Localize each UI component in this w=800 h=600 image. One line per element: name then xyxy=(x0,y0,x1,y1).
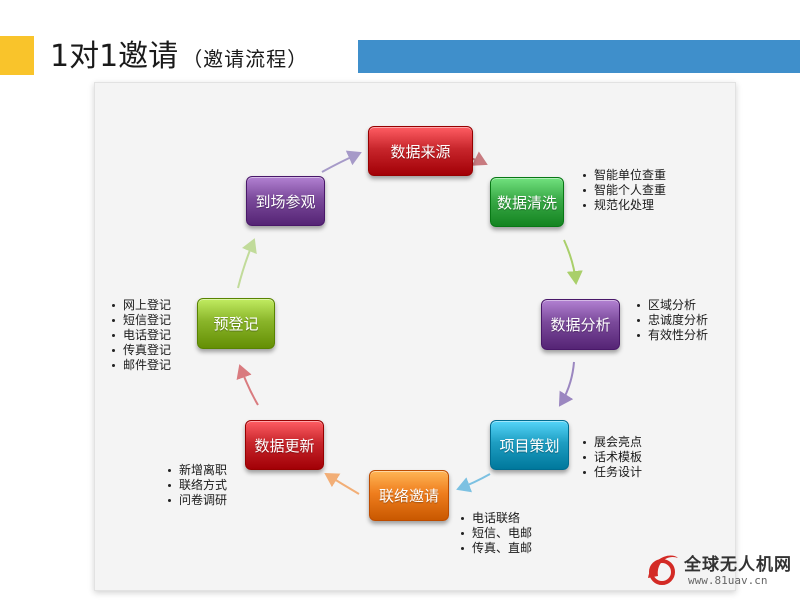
bullet-item: 短信登记 xyxy=(109,313,171,328)
node-project-plan: 项目策划 xyxy=(490,420,569,470)
arrow-data-analysis-to-project-plan xyxy=(558,361,575,407)
bullet-item: 传真、直邮 xyxy=(458,541,532,556)
bullet-item: 任务设计 xyxy=(580,465,642,480)
arrow-pre-register-to-onsite-visit xyxy=(237,238,257,289)
bullet-item: 智能个人查重 xyxy=(580,183,666,198)
arrow-invitation-to-data-update xyxy=(324,472,360,495)
arrow-onsite-visit-to-data-source xyxy=(321,150,362,173)
bullet-item: 传真登记 xyxy=(109,343,171,358)
watermark-url: www.81uav.cn xyxy=(688,574,768,587)
node-label: 联络邀请 xyxy=(378,487,439,505)
node-label: 数据清洗 xyxy=(496,193,557,212)
bullet-item: 邮件登记 xyxy=(109,358,171,373)
site-watermark: 全球无人机网 www.81uav.cn xyxy=(642,546,800,596)
bullets-data-cleaning: 智能单位查重智能个人查重规范化处理 xyxy=(580,168,666,213)
slide-title: 1对1邀请（邀请流程） xyxy=(50,36,308,78)
bullet-item: 电话登记 xyxy=(109,328,171,343)
title-accent-bar xyxy=(358,40,800,73)
watermark-site-name: 全球无人机网 xyxy=(684,555,792,575)
bullet-item: 话术模板 xyxy=(580,450,642,465)
node-label: 预登记 xyxy=(213,315,259,333)
bullet-item: 短信、电邮 xyxy=(458,526,532,541)
bullet-item: 规范化处理 xyxy=(580,198,666,213)
bullet-item: 新增离职 xyxy=(165,463,227,478)
title-accent-block xyxy=(0,36,34,75)
node-label: 数据来源 xyxy=(390,142,451,161)
node-onsite-visit: 到场参观 xyxy=(246,176,325,226)
bullet-item: 有效性分析 xyxy=(634,328,708,343)
bullet-item: 展会亮点 xyxy=(580,435,642,450)
node-data-cleaning: 数据清洗 xyxy=(490,177,564,227)
node-invitation: 联络邀请 xyxy=(369,470,449,521)
bullet-item: 电话联络 xyxy=(458,511,532,526)
bullet-item: 忠诚度分析 xyxy=(634,313,708,328)
watermark-logo-icon xyxy=(648,555,678,585)
node-pre-register: 预登记 xyxy=(197,298,275,349)
bullets-data-update: 新增离职联络方式问卷调研 xyxy=(165,463,227,508)
slide-title-main: 1对1邀请 xyxy=(50,39,179,74)
node-label: 数据更新 xyxy=(254,436,315,455)
bullet-item: 问卷调研 xyxy=(165,493,227,508)
bullet-item: 网上登记 xyxy=(109,298,171,313)
bullets-pre-register: 网上登记短信登记电话登记传真登记邮件登记 xyxy=(109,298,171,373)
bullet-item: 区域分析 xyxy=(634,298,708,313)
node-data-analysis: 数据分析 xyxy=(541,299,620,350)
bullet-item: 智能单位查重 xyxy=(580,168,666,183)
node-label: 数据分析 xyxy=(550,316,611,334)
slide-title-subtitle: （邀请流程） xyxy=(182,47,309,71)
node-data-source: 数据来源 xyxy=(368,126,473,176)
arrow-project-plan-to-invitation xyxy=(456,473,491,493)
bullets-project-plan: 展会亮点话术模板任务设计 xyxy=(580,435,642,480)
arrow-data-update-to-pre-register xyxy=(236,364,259,406)
node-label: 项目策划 xyxy=(499,436,560,455)
bullets-invitation: 电话联络短信、电邮传真、直邮 xyxy=(458,511,532,556)
arrow-data-cleaning-to-data-analysis xyxy=(563,239,583,285)
node-data-update: 数据更新 xyxy=(245,420,324,470)
bullet-item: 联络方式 xyxy=(165,478,227,493)
bullets-data-analysis: 区域分析忠诚度分析有效性分析 xyxy=(634,298,708,343)
node-label: 到场参观 xyxy=(255,192,316,211)
